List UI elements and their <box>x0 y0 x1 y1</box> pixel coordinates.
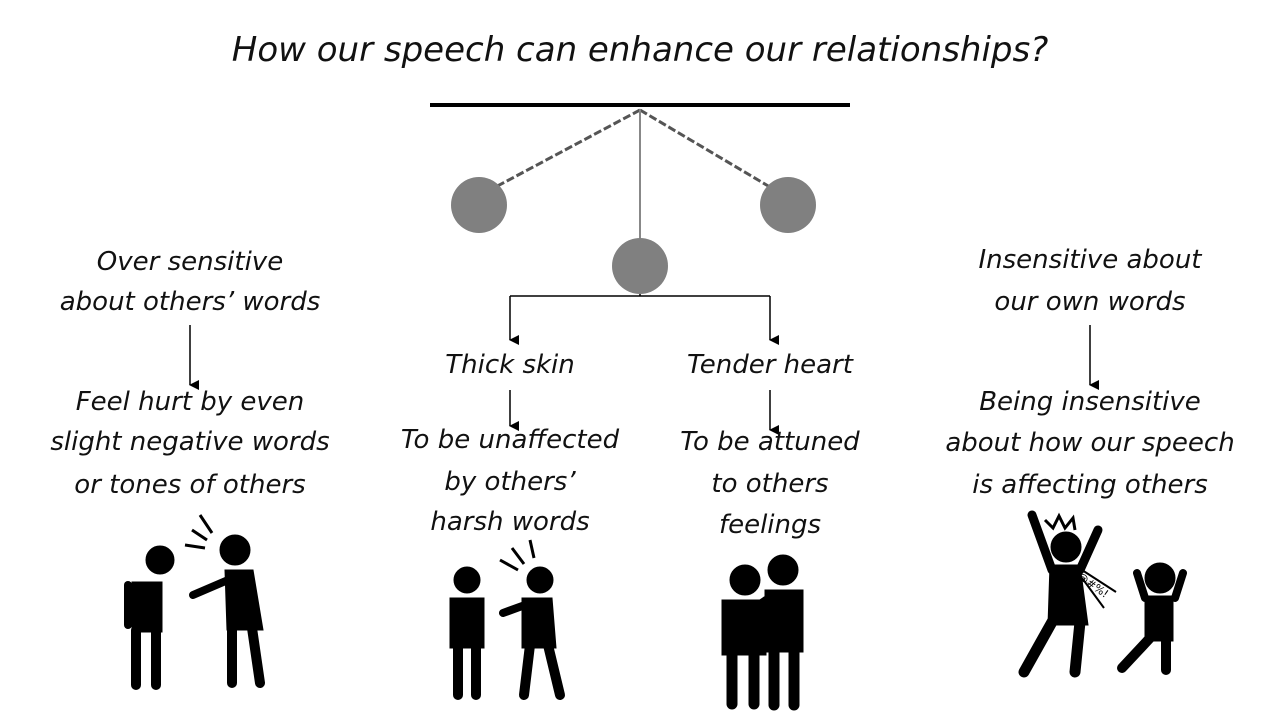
tender-heart-result-line2: to others <box>711 469 829 499</box>
illustration-hurt-person <box>124 514 265 690</box>
illustration-angry-speaker <box>1018 510 1187 678</box>
right-heading-line2: our own words <box>994 287 1186 317</box>
tender-heart-heading: Tender heart <box>687 350 853 380</box>
right-result-line1: Being insensitive <box>979 387 1201 417</box>
left-result-line2: slight negative words <box>50 427 330 457</box>
left-heading-line1: Over sensitive <box>96 247 284 277</box>
page-title: How our speech can enhance our relations… <box>231 30 1049 70</box>
thick-skin-result-line2: by others’ <box>444 467 576 497</box>
pendulum-string-left <box>489 108 641 192</box>
thick-skin-result-line3: harsh words <box>430 507 590 537</box>
branch-connector <box>510 294 770 297</box>
right-result-line2: about how our speech <box>945 428 1235 458</box>
left-result-line3: or tones of others <box>74 470 306 500</box>
pendulum-ball-right <box>760 177 816 233</box>
pendulum-ball-left <box>451 177 507 233</box>
left-result-line1: Feel hurt by even <box>75 387 305 417</box>
pendulum-string-right <box>639 108 776 192</box>
thick-skin-result-line1: To be unaffected <box>400 425 620 455</box>
right-heading-line1: Insensitive about <box>978 245 1202 275</box>
tender-heart-result-line3: feelings <box>718 510 822 540</box>
right-result-line3: is affecting others <box>972 470 1208 500</box>
tender-heart-result-line1: To be attuned <box>680 427 860 457</box>
left-heading-line2: about others’ words <box>59 287 321 317</box>
illustration-tender-heart <box>721 554 804 711</box>
pendulum-ball-center <box>612 238 668 294</box>
thick-skin-heading: Thick skin <box>445 350 575 380</box>
illustration-thick-skin <box>449 539 565 700</box>
